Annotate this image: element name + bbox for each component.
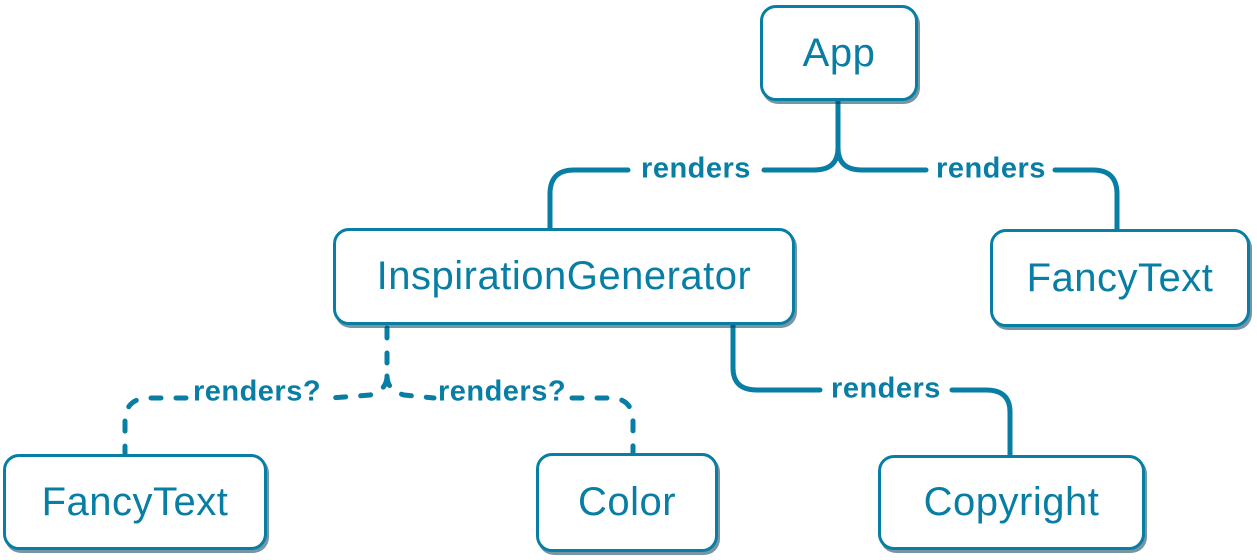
edge-app-to-inspiration-generator: [761, 99, 841, 173]
edge-inspiration-generator-to-copyright: [949, 387, 1013, 458]
edge-label-renders-right: renders: [936, 152, 1046, 185]
node-fancy-text-bottom: FancyText: [3, 454, 267, 550]
edge-inspiration-generator-to-copyright: [730, 323, 823, 393]
edge-app-to-fancy-text: [1052, 167, 1120, 232]
edge-inspiration-generator-to-fancy-text: [122, 395, 189, 457]
node-fancy-text-top: FancyText: [990, 229, 1250, 327]
node-color: Color: [536, 453, 718, 552]
node-inspiration-generator: InspirationGenerator: [333, 228, 795, 325]
edge-label-renders-question-right: renders?: [437, 375, 567, 408]
edge-label-renders-left: renders: [641, 152, 751, 185]
node-app: App: [760, 5, 918, 101]
edge-app-to-inspiration-generator: [547, 167, 631, 231]
edge-inspiration-generator-to-fancy-text: [327, 325, 390, 401]
edge-inspiration-generator-to-color: [569, 395, 636, 456]
edge-label-renders-question-left: renders?: [192, 375, 322, 408]
edge-label-renders-copyright: renders: [831, 372, 941, 405]
node-copyright: Copyright: [878, 455, 1145, 550]
edge-inspiration-generator-to-color: [384, 373, 437, 401]
edge-app-to-fancy-text: [835, 145, 929, 173]
